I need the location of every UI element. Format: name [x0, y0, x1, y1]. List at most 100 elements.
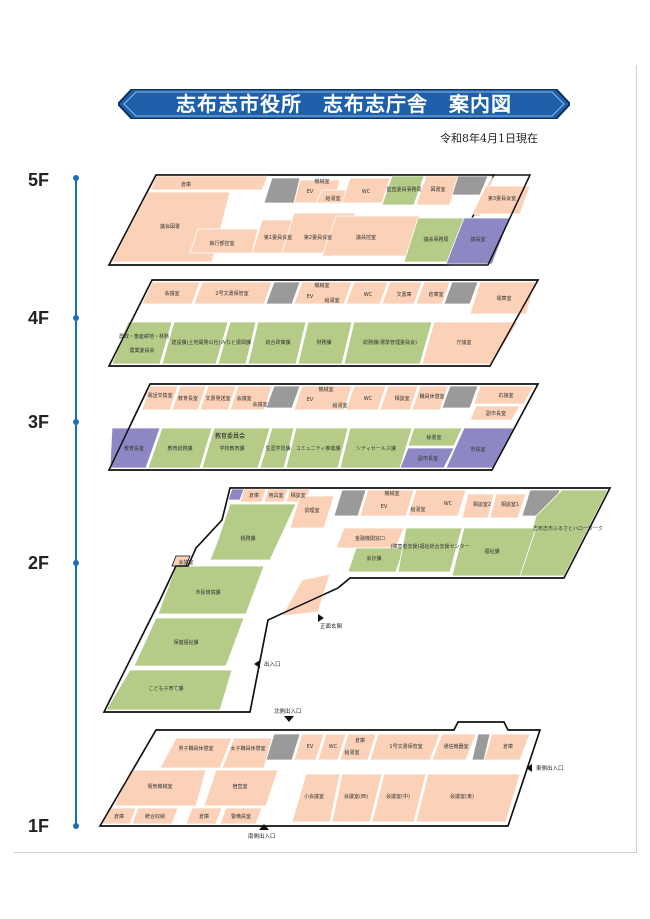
floor-1f: 男子職員休憩室 女子職員休憩室 EV WC 倉庫 給湯室 1号文書保管室 通信機… — [98, 707, 564, 840]
label-1f-storage-b: 倉庫 — [503, 743, 513, 750]
room-3f-rest — [411, 385, 449, 411]
label-4f-machine: 機械室 — [314, 282, 329, 289]
label-3f-citysales: シティセールス課 — [356, 445, 396, 452]
room-5f-wc — [341, 177, 391, 204]
label-1f-electric: 電気機械室 — [147, 783, 172, 790]
room-2f-kitchen — [289, 495, 335, 529]
room-2f-welfare — [451, 527, 537, 577]
room-2f-children — [105, 669, 233, 711]
room-3f-reception — [473, 385, 535, 405]
stairs-3f-a — [265, 385, 301, 409]
label-2f-children: こども子育て課 — [148, 685, 183, 692]
label-2f-support: (障害者支援)福祉総合支援センター — [391, 543, 470, 550]
label-2f-welfare: 福祉課 — [484, 548, 499, 555]
label-4f-finance: 財務課 — [316, 339, 331, 346]
label-1f-meeting-east: 会議室(東) — [450, 793, 474, 800]
room-1f-storage-d — [185, 807, 223, 825]
label-5f-machine: 機械室 — [314, 178, 329, 185]
floor-3f-border — [107, 383, 540, 471]
label-3f-ev: EV — [307, 397, 314, 403]
main-entrance-arrow — [318, 614, 324, 622]
label-1f-collection: 統合収納 — [145, 813, 165, 820]
label-2f-storage: 倉庫 — [249, 492, 259, 499]
label-1f-meeting-center: 会議室(中) — [386, 793, 410, 800]
room-4f-server — [469, 281, 537, 315]
floor-2f: 倉庫 用具室 相談室 調理室 機械室 EV 給湯室 WC 相談室2 相談室1 志… — [102, 487, 612, 713]
room-1f-male-rest — [159, 737, 233, 769]
room-3f-wc — [345, 385, 387, 411]
label-4f-general: 総務課(選挙管理委員会) — [363, 339, 417, 346]
label-2f-machine: 機械室 — [384, 490, 399, 497]
label-2f-ev: EV — [381, 504, 388, 510]
label-2f-tax: 税務課 — [240, 535, 255, 542]
label-1f-guard: 警備員室 — [231, 813, 251, 820]
north-entrance-label: 北側出入口 — [274, 707, 302, 715]
room-1f-guard — [219, 807, 263, 825]
room-4f-archive2 — [193, 281, 273, 305]
floor-1f-border — [98, 721, 542, 827]
axis-dot-5f — [73, 175, 79, 181]
floor-label-5f: 5F — [28, 170, 50, 190]
stairs-4f-a — [265, 281, 301, 305]
label-2f-kitchen2: 給湯室 — [410, 506, 425, 513]
label-2f-wc: WC — [444, 501, 453, 507]
room-3f-community — [285, 427, 349, 469]
room-1f-archive1 — [369, 733, 441, 761]
label-3f-rest: 職員休憩室 — [419, 393, 444, 400]
label-4f-server: 電算室 — [496, 295, 511, 302]
label-3f-machine: 機械室 — [318, 386, 333, 393]
label-1f-meeting-west: 会議室(西) — [344, 793, 368, 800]
room-4f-general — [343, 321, 433, 365]
room-5f-audit — [381, 175, 425, 206]
stairs-4f-b — [443, 281, 479, 305]
label-1f-small-meeting: 小会議室 — [304, 793, 324, 800]
north-entrance-arrow — [284, 716, 294, 722]
label-2f-bank: 金融機関窓口 — [355, 535, 385, 542]
label-3f-consult: 相談室 — [394, 395, 409, 402]
room-3f-supt-office — [109, 427, 161, 469]
stairs-1f-a — [265, 733, 301, 761]
label-3f-supt-office: 教育長室 — [124, 445, 144, 452]
label-5f-audit: 監査委員事務局 — [386, 186, 421, 193]
room-4f-meeting — [141, 281, 201, 305]
title-banner: 志布志市役所 志布志庁舎 案内図 — [118, 89, 570, 119]
label-3f-meeting1: 会議室 — [236, 395, 251, 402]
date-label: 令和8年4月1日現在 — [440, 132, 538, 145]
room-3f-mailing — [199, 385, 237, 411]
floor-label-4f: 4F — [28, 308, 50, 328]
west-entrance-arrow — [254, 660, 260, 668]
label-4f-archive2: 2号文書保管室 — [215, 290, 248, 297]
room-1f-storage-b — [483, 733, 531, 761]
label-3f-edu-general: 教育総務課 — [167, 445, 192, 452]
floor-3f: 電話交換室 教育長室 文書発送室 会議室 会議室 機械室 EV 給湯室 WC 相… — [107, 383, 540, 471]
label-3f-mayor: 市長室 — [470, 446, 485, 453]
room-1f-meeting-east — [415, 773, 521, 823]
stairs-5f-b — [451, 175, 489, 196]
room-1f-meeting-center — [371, 773, 427, 823]
label-5f-library: 議会図書 — [160, 223, 180, 230]
label-3f-lifelong: 生涯学習課 — [265, 445, 290, 452]
room-3f-vice — [399, 447, 455, 469]
label-3f-secretary: 秘書室 — [426, 434, 441, 441]
label-2f-health: 保健福祉課 — [173, 639, 198, 646]
label-5f-kitchen: 給湯室 — [325, 195, 340, 202]
floor-4f-border — [107, 279, 540, 367]
room-3f-consult — [379, 385, 419, 411]
label-3f-kitchen: 給湯室 — [332, 402, 347, 409]
label-2f-kitchen: 調理室 — [304, 507, 319, 514]
floor-label-3f: 3F — [28, 412, 50, 432]
page-frame — [14, 65, 637, 853]
label-4f-wc: WC — [364, 292, 373, 298]
label-4f-farm: 農業委員会 — [129, 347, 154, 354]
label-5f-books: 図書室 — [430, 186, 445, 193]
label-4f-port: みなと振興課 — [221, 339, 251, 346]
room-2f-wc — [407, 489, 467, 517]
label-2f-consult1: 相談室1 — [501, 501, 519, 508]
floor-label-2f: 2F — [28, 553, 50, 573]
label-5f-ev: EV — [307, 189, 314, 195]
label-2f-side: 会議室 — [178, 559, 193, 566]
label-3f-vice: 副市長室 — [418, 455, 438, 462]
label-4f-storage: 倉庫室 — [428, 291, 443, 298]
south-entrance-label: 南側出入口 — [248, 832, 276, 840]
room-4f-wc — [345, 281, 389, 305]
